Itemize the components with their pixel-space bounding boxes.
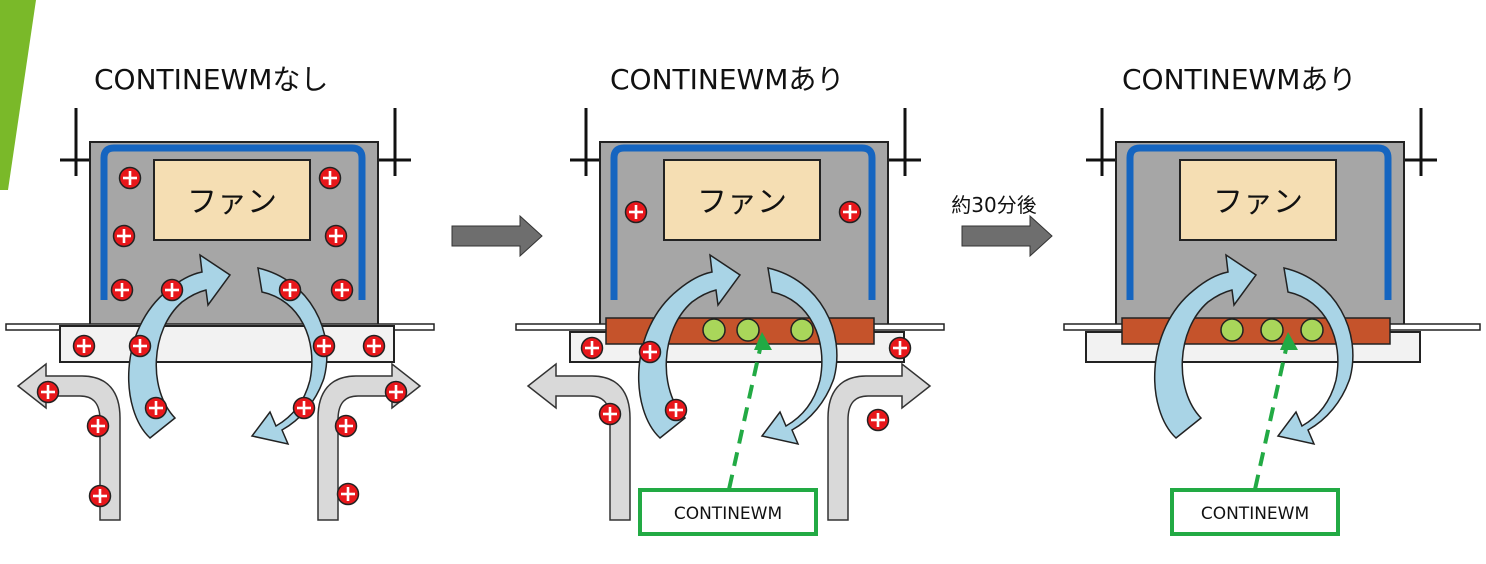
accent-bar [0,0,36,190]
transition-arrow [451,214,543,258]
callout-leader [1248,339,1290,513]
transition-arrow [961,214,1053,258]
callout-leader [722,339,764,513]
fan-box [153,159,311,241]
fan-box [1179,159,1337,241]
continewm-callout-box [1170,488,1340,536]
exhaust-pipe-left [527,363,631,521]
fan-label: ファン [1213,185,1303,220]
exhaust-pipe-right [827,363,931,521]
panel-without-continewm: ファン [5,108,435,521]
continewm-callout-label: CONTINEWM [1201,504,1309,524]
panel-with-continewm-after-30min: ファン CONTINEWM [1063,108,1481,536]
air-duct [610,144,876,300]
panel-title: CONTINEWMあり [1122,63,1357,96]
continewm-callout-box [638,488,818,536]
continewm-callout-label: CONTINEWM [674,504,782,524]
air-duct [100,144,366,300]
fan-label: ファン [187,185,277,220]
fan-box [663,159,821,241]
air-duct [1126,144,1392,300]
neutralized-particles [1220,318,1324,342]
panel-title: CONTINEWMなし [94,63,329,96]
transition-label: 約30分後 [951,193,1036,217]
panel-title: CONTINEWMあり [610,63,845,96]
panel-with-continewm: ファン [515,108,945,536]
fan-label: ファン [697,185,787,220]
ceiling-panel [59,325,395,363]
